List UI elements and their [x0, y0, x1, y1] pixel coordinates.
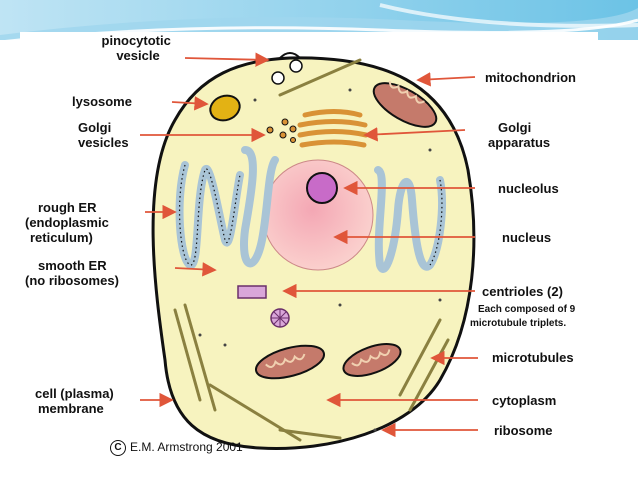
credit-line: C E.M. Armstrong 2001: [110, 440, 243, 456]
smooth-er-organelle: [240, 146, 279, 268]
label-mitochondrion: mitochondrion: [485, 70, 576, 85]
mitochondrion-organelle-top: [372, 81, 438, 128]
mitochondrion-organelle-bottom-right: [342, 343, 402, 377]
golgi-vesicles-organelle: [266, 118, 297, 143]
label-rough-er: rough ER (endoplasmic reticulum): [25, 200, 112, 245]
lysosome-organelle: [209, 94, 241, 122]
label-smooth-er: smooth ER (no ribosomes): [25, 258, 119, 288]
nucleolus-organelle: [306, 172, 338, 204]
mitochondrion-organelle-bottom-left: [254, 344, 326, 380]
arrow-pinocytotic: [184, 52, 270, 67]
copyright-icon: C: [110, 440, 126, 456]
arrow-lysosome: [171, 96, 209, 111]
label-centriole-note: Each composed of 9 microtubule triplets.: [470, 304, 578, 329]
credit-text: E.M. Armstrong 2001: [130, 440, 243, 455]
centrioles-organelle: [237, 285, 290, 328]
label-cell-membrane: cell (plasma) membrane: [35, 386, 117, 416]
label-microtubules: microtubules: [492, 350, 574, 365]
label-centrioles: centrioles (2): [482, 284, 563, 299]
label-nucleus: nucleus: [502, 230, 551, 245]
label-ribosome: ribosome: [494, 423, 553, 438]
ribosomes-organelle: [198, 88, 442, 432]
label-golgi-vesicles: Golgi vesicles: [78, 120, 129, 150]
arrow-golgi-apparatus: [363, 127, 466, 142]
rough-er-organelle-right: [374, 166, 446, 273]
label-nucleolus: nucleolus: [498, 181, 559, 196]
arrow-mitochondrion: [416, 72, 476, 87]
label-lysosome: lysosome: [72, 94, 132, 109]
label-cytoplasm: cytoplasm: [492, 393, 556, 408]
pinocytotic-vesicle: [271, 52, 303, 85]
arrow-smooth-er: [174, 262, 217, 277]
golgi-apparatus-organelle: [297, 109, 369, 148]
label-pinocytotic-vesicle: pinocytotic vesicle: [102, 33, 175, 63]
label-golgi-apparatus: Golgi apparatus: [488, 120, 550, 150]
